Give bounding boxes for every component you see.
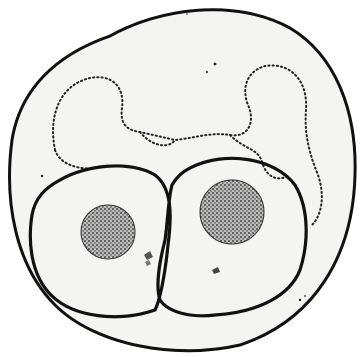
left-nucleus [81,205,135,259]
right-nucleus [200,180,264,244]
